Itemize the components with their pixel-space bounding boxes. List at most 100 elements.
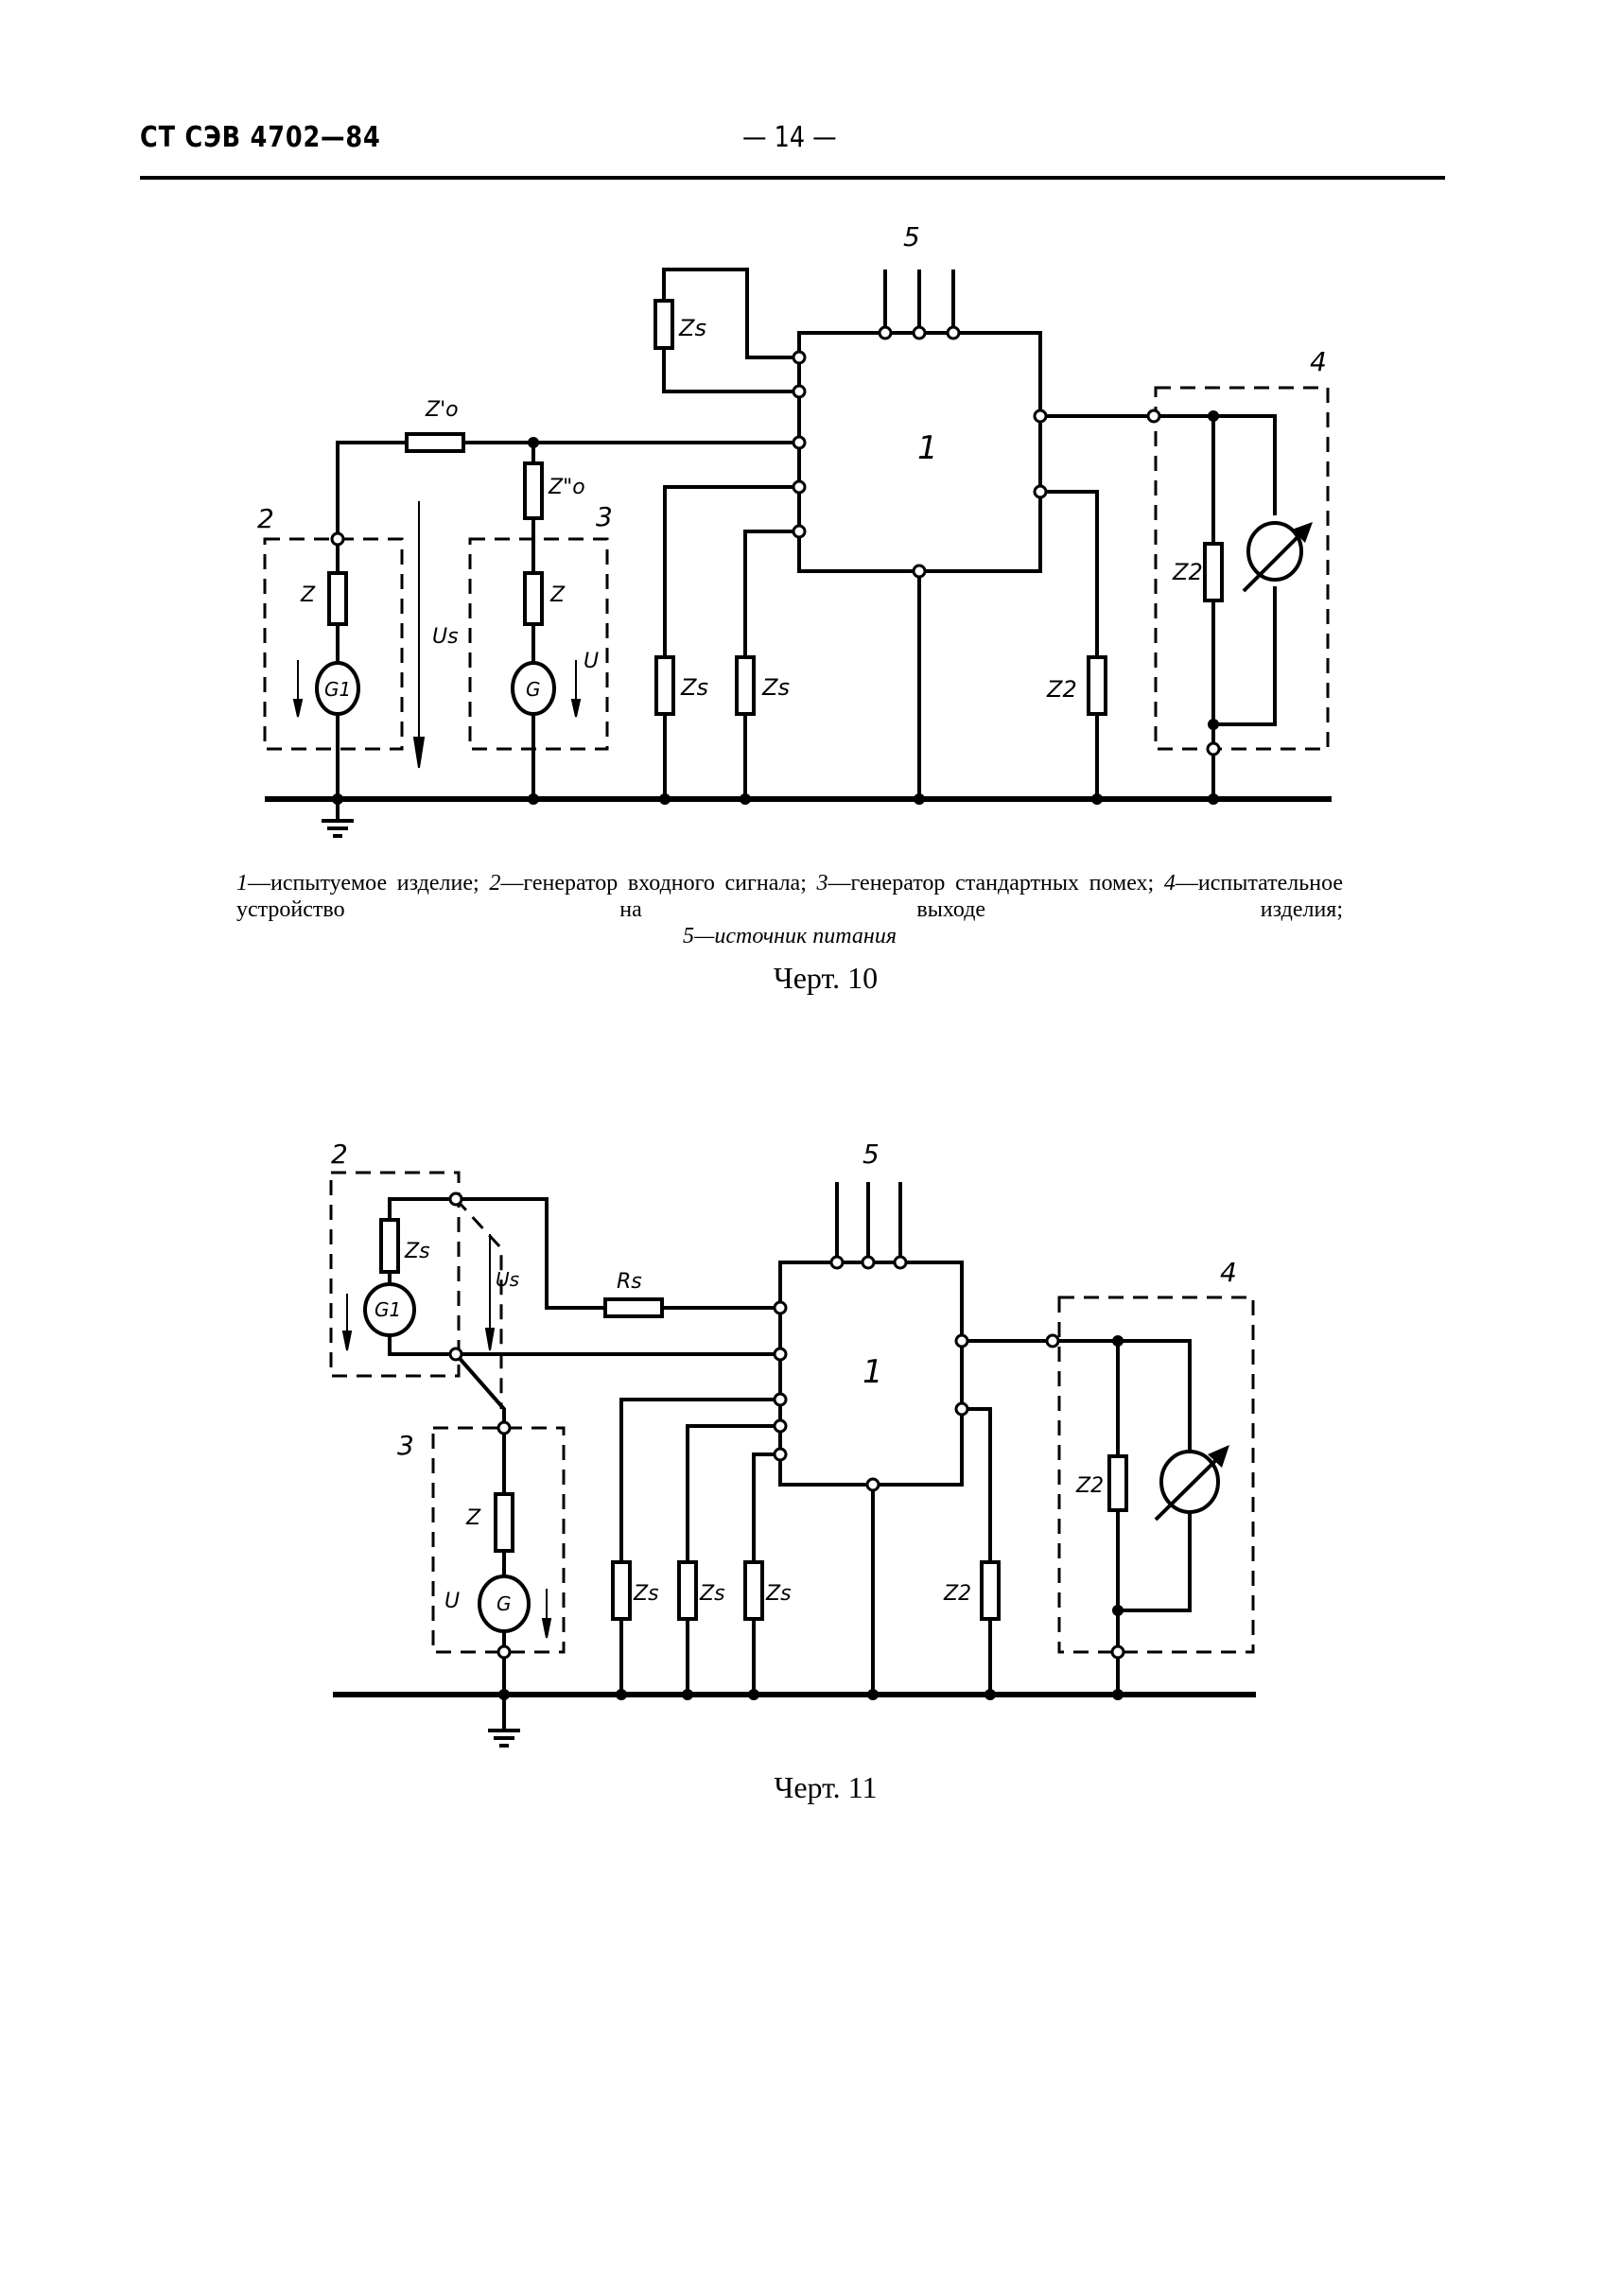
label-3: 3	[596, 501, 613, 532]
zs-branch-wire	[743, 530, 799, 657]
gen3-wire	[454, 1352, 506, 1428]
label-z2-device: Z2	[1172, 559, 1203, 585]
legend-text: —испытуемое изделие;	[248, 871, 479, 896]
label-us: Us	[496, 1268, 519, 1291]
legend-num: 5	[683, 924, 694, 948]
label-u: U	[444, 1590, 460, 1613]
zs-top-wire	[662, 348, 799, 393]
label-z2-out: Z2	[1046, 676, 1077, 703]
resistor-rs	[603, 1297, 664, 1318]
generator-3-boundary	[468, 537, 609, 751]
label-block-1: 1	[862, 1353, 883, 1391]
zs-branch-wire	[752, 1452, 780, 1562]
device-wire	[1213, 586, 1277, 726]
label-zs-1: Zs	[680, 674, 708, 701]
label-zs-1: Zs	[633, 1582, 659, 1606]
legend-text: —генератор стандартных помех;	[828, 871, 1155, 896]
label-zs-top: Zs	[678, 315, 706, 341]
junction-dots	[332, 410, 1219, 805]
legend-num: 4	[1163, 871, 1176, 896]
label-block-1: 1	[917, 429, 938, 467]
label-5: 5	[903, 221, 920, 252]
test-device-4-boundary	[1057, 1296, 1255, 1654]
voltage-arrows	[292, 501, 582, 769]
earth-ground-icon	[488, 1695, 520, 1748]
z2-wire	[962, 1407, 992, 1562]
legend-line: 5—источник питания	[236, 923, 1343, 949]
label-g: G	[526, 678, 541, 701]
resistor-z2-device	[1203, 542, 1224, 602]
zs-branch-wire	[619, 1398, 780, 1562]
header-rule	[140, 176, 1445, 180]
figure-11-caption: Черт. 11	[774, 1770, 878, 1804]
circuit-diagram-11: 5 1 2 3 4 Zs G1 Us Rs Z G U Zs Zs Zs Z2 …	[329, 1139, 1256, 1748]
resistor-zs-2	[735, 655, 756, 716]
rs-wire	[456, 1197, 605, 1310]
shield-dashed-line	[454, 1197, 503, 1409]
zs-top-wire	[662, 268, 799, 359]
generator-g-icon	[478, 1574, 531, 1633]
label-g1: G1	[375, 1298, 401, 1321]
earth-ground-icon	[322, 799, 354, 838]
circuit-diagram-10: 5 1 2 3 4 Zs Z'o Z"o Z Z G1 G Us U Zs Zs…	[257, 221, 1332, 838]
resistor-zs-1	[611, 1560, 632, 1621]
legend-text: —генератор входного сигнала;	[500, 871, 807, 896]
figure-10-caption: Черт. 10	[773, 961, 879, 995]
device-wire	[1118, 1513, 1192, 1612]
label-zs-3: Zs	[765, 1582, 792, 1606]
test-device-4-boundary	[1154, 386, 1330, 751]
resistor-z-gen3	[494, 1492, 514, 1553]
label-us: Us	[432, 625, 459, 649]
label-4: 4	[1220, 1257, 1237, 1288]
generator-2-boundary	[263, 537, 404, 751]
gen2-wire	[388, 1335, 456, 1356]
legend-num: 2	[489, 871, 501, 896]
label-zs-2: Zs	[699, 1582, 725, 1606]
label-g: G	[497, 1592, 512, 1615]
label-5: 5	[862, 1139, 880, 1170]
label-rs: Rs	[617, 1270, 642, 1294]
generator-g1-icon	[315, 661, 360, 716]
label-zo-prime: Z'o	[425, 398, 459, 422]
terminals	[448, 1191, 1125, 1660]
label-2: 2	[257, 503, 274, 534]
resistor-zo-prime	[405, 432, 465, 453]
generator-2-boundary	[329, 1171, 461, 1378]
label-4: 4	[1310, 346, 1327, 377]
figure-10-legend: 1—испытуемое изделие; 2—генератор входно…	[236, 870, 1343, 949]
zs-branch-wire	[686, 1424, 780, 1562]
label-u: U	[584, 650, 599, 673]
label-3: 3	[397, 1430, 414, 1461]
device-wire	[1053, 1339, 1192, 1452]
terminals	[330, 325, 1221, 757]
label-zo-double-prime: Z"o	[548, 476, 585, 499]
input-wire	[336, 441, 407, 544]
resistor-z2-out	[980, 1560, 1001, 1621]
standard-code: СТ СЭВ 4702—84	[140, 121, 381, 154]
wires	[336, 268, 1277, 799]
resistor-z2-out	[1087, 655, 1107, 716]
device-wire	[1154, 414, 1277, 515]
page-number: — 14 —	[742, 121, 837, 154]
label-z-gen3: Z	[465, 1506, 481, 1530]
label-z2-out: Z2	[943, 1582, 971, 1606]
label-zs-2: Zs	[761, 674, 790, 701]
junction-dots	[498, 1335, 1124, 1700]
resistor-zs-3	[743, 1560, 764, 1621]
legend-line: 1—испытуемое изделие; 2—генератор входно…	[236, 870, 1343, 923]
label-g1: G1	[324, 678, 351, 701]
legend-num: 3	[816, 871, 828, 896]
resistor-zs-2	[677, 1560, 698, 1621]
gen2-wire	[388, 1197, 456, 1220]
resistor-zs-gen2	[379, 1218, 400, 1274]
meter-icon	[1154, 1445, 1229, 1522]
zs-branch-wire	[663, 485, 799, 657]
legend-text: —источник питания	[694, 924, 897, 948]
resistor-z-gen2	[327, 571, 348, 626]
label-z-gen3: Z	[549, 583, 566, 607]
resistor-zs-top	[653, 299, 674, 350]
generator-g-icon	[511, 661, 556, 716]
legend-num: 1	[236, 871, 248, 896]
z2-wire	[1040, 490, 1099, 657]
label-z-gen2: Z	[300, 583, 316, 607]
